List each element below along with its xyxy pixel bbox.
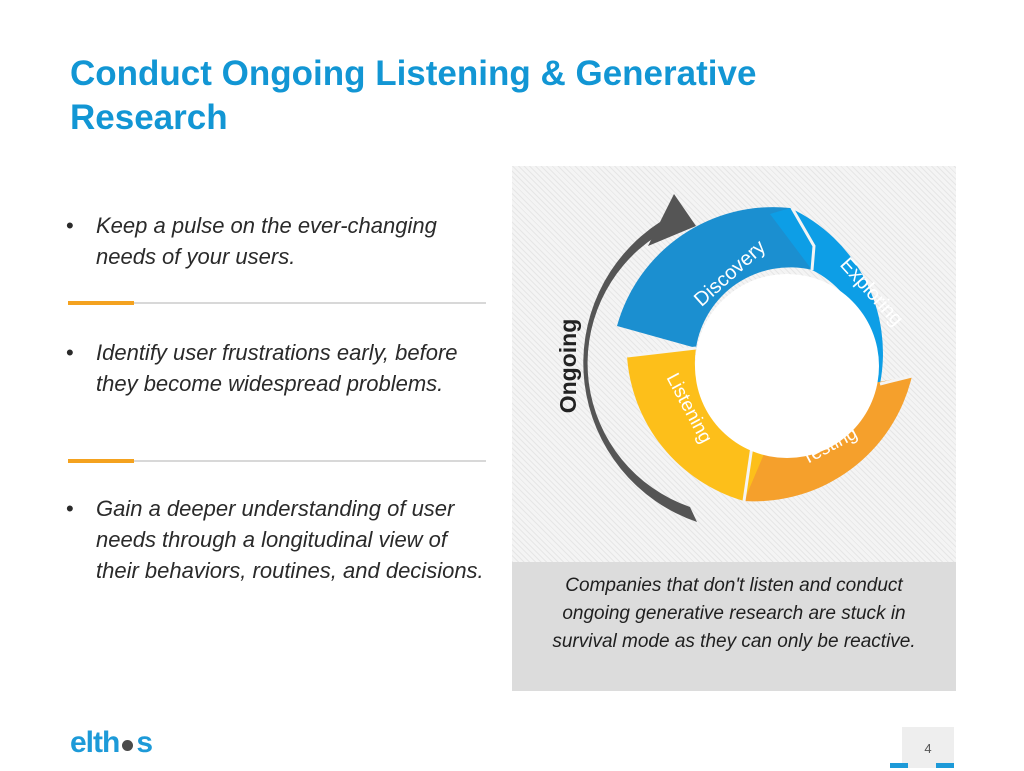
gap-3	[742, 445, 754, 502]
bullet-3: • Gain a deeper understanding of user ne…	[66, 493, 486, 586]
gap-2	[879, 374, 913, 386]
ring-center	[695, 274, 879, 458]
bullet-1: • Keep a pulse on the ever-changing need…	[66, 210, 486, 272]
diagram-panel: Ongoing Discovery Exploring Testing List…	[512, 166, 956, 562]
page-number: 4	[902, 727, 954, 768]
bullet-marker: •	[66, 340, 74, 365]
logo-dot-icon	[122, 739, 134, 751]
separator-accent	[68, 301, 134, 305]
segment-listening	[627, 348, 764, 501]
gap-4	[626, 346, 697, 358]
segment-discovery	[617, 207, 812, 348]
bullet-marker: •	[66, 496, 74, 521]
ongoing-label: Ongoing	[555, 319, 581, 414]
bullet-text: Identify user frustrations early, before…	[96, 340, 458, 396]
bullet-text: Keep a pulse on the ever-changing needs …	[96, 213, 437, 269]
bullet-2: • Identify user frustrations early, befo…	[66, 337, 486, 399]
ongoing-arrow-body	[583, 222, 697, 522]
bullet-text: Gain a deeper understanding of user need…	[96, 496, 484, 583]
page-accent-left	[890, 763, 908, 768]
separator-1	[68, 301, 486, 305]
logo-text-right: s	[136, 726, 153, 759]
separator-2	[68, 459, 486, 463]
slide-title: Conduct Ongoing Listening & Generative R…	[70, 54, 757, 137]
logo-text-left: elth	[70, 726, 120, 759]
gap-1	[790, 207, 816, 271]
caption-box: Companies that don't listen and conduct …	[512, 562, 956, 691]
cycle-diagram: Ongoing Discovery Exploring Testing List…	[555, 194, 913, 522]
ongoing-arrow-head	[648, 194, 696, 246]
separator-accent	[68, 459, 134, 463]
bullet-marker: •	[66, 213, 74, 238]
page-accent-right	[936, 763, 954, 768]
caption-text: Companies that don't listen and conduct …	[552, 575, 916, 652]
